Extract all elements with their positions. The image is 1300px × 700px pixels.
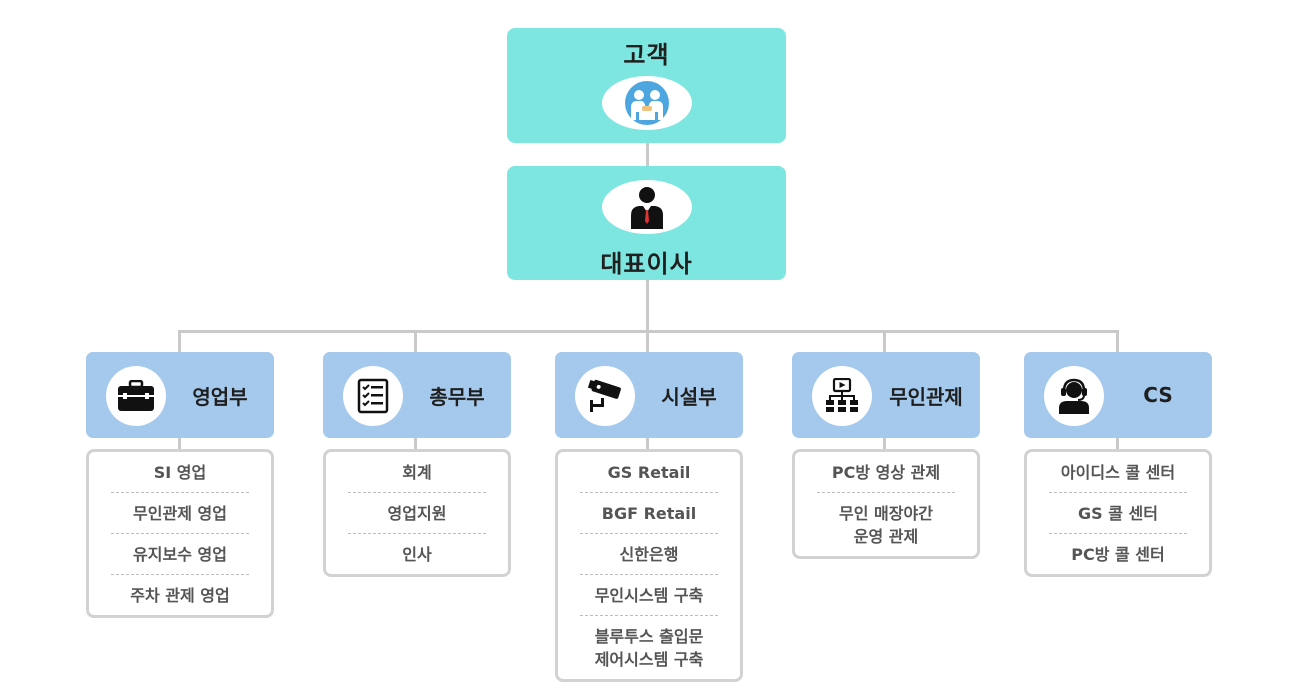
dept-label: 무인관제 <box>889 384 963 409</box>
list-item: PC방 콜 센터 <box>1071 545 1165 564</box>
list-item: 신한은행 <box>580 534 718 575</box>
dept-list-cs: 아이디스 콜 센터 GS 콜 센터 PC방 콜 센터 <box>1024 449 1212 577</box>
connector-list-4 <box>883 437 886 450</box>
connector-dept-5 <box>1116 330 1119 352</box>
customer-title: 고객 <box>623 41 670 69</box>
connector-list-1 <box>178 437 181 450</box>
list-item: 인사 <box>402 545 432 564</box>
connector-ceo-down <box>646 280 649 332</box>
connector-list-3 <box>646 437 649 450</box>
headset-agent-icon <box>1059 378 1089 414</box>
briefcase-icon <box>118 380 154 411</box>
dept-list-facilities: GS Retail BGF Retail 신한은행 무인시스템 구축 블루투스 … <box>555 449 743 682</box>
list-item: GS 콜 센터 <box>1049 493 1187 534</box>
list-item: 블루투스 출입문 제어시스템 구축 <box>594 627 704 669</box>
list-item: PC방 영상 관제 <box>817 452 955 493</box>
dept-head-cs: CS <box>1024 352 1212 438</box>
connector-dept-4 <box>883 330 886 352</box>
dept-head-general-affairs: 총무부 <box>323 352 511 438</box>
cctv-camera-icon <box>587 379 621 412</box>
connector-list-5 <box>1116 437 1119 450</box>
checklist-icon <box>357 378 389 414</box>
list-item: 아이디스 콜 센터 <box>1049 452 1187 493</box>
dept-head-unmanned-control: 무인관제 <box>792 352 980 438</box>
list-item: 회계 <box>348 452 486 493</box>
ceo-title: 대표이사 <box>600 250 693 278</box>
dept-icon-circle <box>1044 366 1104 426</box>
dept-icon-circle <box>575 366 635 426</box>
connector-list-2 <box>414 437 417 450</box>
connector-dept-3 <box>646 330 649 352</box>
list-item: 영업지원 <box>348 493 486 534</box>
customer-box: 고객 <box>507 28 786 143</box>
list-item: 무인관제 영업 <box>111 493 249 534</box>
dept-icon-circle <box>343 366 403 426</box>
list-item: 유지보수 영업 <box>111 534 249 575</box>
businessman-icon <box>630 187 663 229</box>
connector-dept-2 <box>414 330 417 352</box>
monitoring-network-icon <box>826 378 858 412</box>
dept-head-facilities: 시설부 <box>555 352 743 438</box>
list-item: GS Retail <box>580 452 718 493</box>
connector-customer-ceo <box>646 143 649 166</box>
dept-label: 시설부 <box>661 384 717 409</box>
dept-icon-circle <box>812 366 872 426</box>
dept-label: CS <box>1143 383 1173 407</box>
dept-icon-circle <box>106 366 166 426</box>
customer-icon-oval <box>601 76 692 130</box>
list-item: BGF Retail <box>580 493 718 534</box>
dept-list-unmanned-control: PC방 영상 관제 무인 매장야간 운영 관제 <box>792 449 980 559</box>
dept-label: 총무부 <box>429 384 485 409</box>
list-item: SI 영업 <box>111 452 249 493</box>
connector-dept-1 <box>178 330 181 352</box>
ceo-box: 대표이사 <box>507 166 786 280</box>
dept-head-sales: 영업부 <box>86 352 274 438</box>
ceo-icon-oval <box>601 180 692 234</box>
dept-list-general-affairs: 회계 영업지원 인사 <box>323 449 511 577</box>
handshake-icon <box>624 81 669 125</box>
list-item: 무인 매장야간 운영 관제 <box>839 504 933 546</box>
list-item: 주차 관제 영업 <box>130 586 230 605</box>
list-item: 무인시스템 구축 <box>580 575 718 616</box>
dept-label: 영업부 <box>192 384 248 409</box>
dept-list-sales: SI 영업 무인관제 영업 유지보수 영업 주차 관제 영업 <box>86 449 274 618</box>
